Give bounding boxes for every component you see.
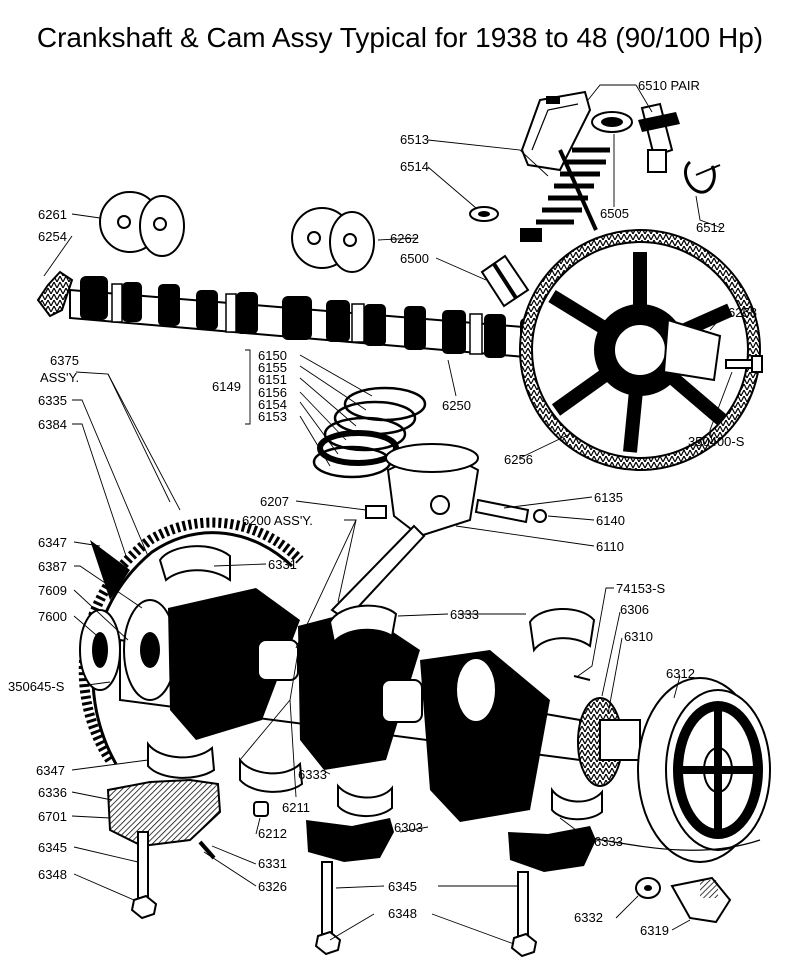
label-6155: 6155 [258,360,287,375]
label-6207: 6207 [260,494,289,509]
label-6258: 6258 [728,305,757,320]
label-6514: 6514 [400,159,429,174]
label-6336: 6336 [38,785,67,800]
label-6333-upper: 6333 [450,607,479,622]
part-labels: 6510 PAIR 6513 6514 6505 6512 6261 6254 … [8,78,757,938]
label-6347-lower: 6347 [36,763,65,778]
label-6200-assy: 6200 ASS'Y. [242,513,313,528]
label-7600: 7600 [38,609,67,624]
label-6153: 6153 [258,409,287,424]
label-6331-upper: 6331 [268,557,297,572]
label-6348-center: 6348 [388,906,417,921]
label-6331-lower: 6331 [258,856,287,871]
label-74153-s: 74153-S [616,581,665,596]
label-350400-s: 350400-S [688,434,745,449]
label-6387: 6387 [38,559,67,574]
label-6149: 6149 [212,379,241,394]
label-6256: 6256 [504,452,533,467]
label-6319: 6319 [640,923,669,938]
label-6262: 6262 [390,231,419,246]
label-6335: 6335 [38,393,67,408]
label-6151: 6151 [258,372,287,387]
label-6513: 6513 [400,132,429,147]
camshaft-bearings-illustration [99,191,375,273]
label-6156: 6156 [258,385,287,400]
piston-and-connecting-rod-illustration [330,443,547,622]
label-6140: 6140 [596,513,625,528]
crankshaft-pulley-illustration [589,677,771,924]
label-6310: 6310 [624,629,653,644]
leader-lines [43,84,733,945]
label-6211: 6211 [282,800,310,815]
crankshaft-illustration [119,588,641,822]
camshaft-illustration [36,270,561,364]
label-6250: 6250 [442,398,471,413]
camshaft-gear-illustration [519,229,763,471]
valve-lifter-parts-illustration [469,90,721,308]
label-6510-pair: 6510 PAIR [638,78,700,93]
label-6332: 6332 [574,910,603,925]
diagram-title: Crankshaft & Cam Assy Typical for 1938 t… [36,22,764,53]
label-6345-left: 6345 [38,840,67,855]
label-6333-middle: 6333 [298,767,327,782]
piston-rings-illustration [312,386,427,479]
label-6500: 6500 [400,251,429,266]
label-6333-lower: 6333 [594,834,623,849]
label-6154: 6154 [258,397,287,412]
label-6505: 6505 [600,206,629,221]
main-bearing-shells-illustration [147,545,603,821]
label-6512: 6512 [696,220,725,235]
label-6135: 6135 [594,490,623,505]
label-6375-assy: ASS'Y. [40,370,79,385]
label-6261: 6261 [38,207,67,222]
label-6306: 6306 [620,602,649,617]
label-6348-left: 6348 [38,867,67,882]
label-6347-upper: 6347 [38,535,67,550]
label-6303: 6303 [394,820,423,835]
label-6110: 6110 [596,539,624,554]
label-6701: 6701 [38,809,67,824]
label-6212: 6212 [258,826,287,841]
label-6254: 6254 [38,229,67,244]
label-6150: 6150 [258,348,287,363]
label-6312: 6312 [666,666,695,681]
label-7609: 7609 [38,583,67,598]
label-6375: 6375 [50,353,79,368]
label-6326: 6326 [258,879,287,894]
label-6345-center: 6345 [388,879,417,894]
label-6384: 6384 [38,417,67,432]
label-350645-s: 350645-S [8,679,65,694]
